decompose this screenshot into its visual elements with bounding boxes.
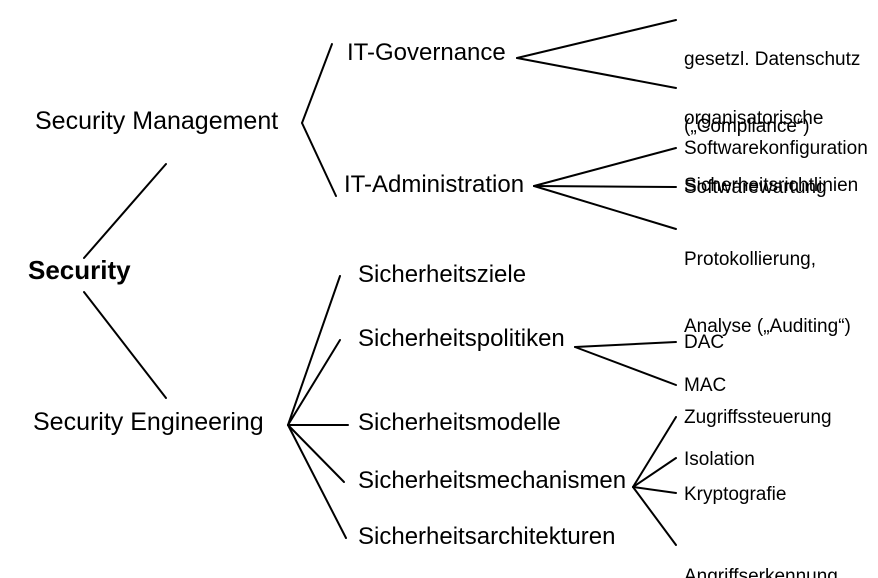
node-protokollierung-line1: Protokollierung, — [684, 249, 817, 271]
edge-mechanismen-to-zugriffssteuerung — [632, 416, 677, 488]
node-organisatorische-line2: Sicherheitsrichtlinien — [684, 175, 859, 197]
node-security-management[interactable]: Security Management — [35, 107, 279, 135]
node-angriffserkennung[interactable]: Angriffserkennung (Intrusion Detection) — [684, 522, 855, 578]
node-gesetzl-datenschutz[interactable]: gesetzl. Datenschutz („Compliance“) — [684, 5, 860, 183]
node-security-engineering[interactable]: Security Engineering — [33, 408, 264, 436]
edge-engineering-to-architekturen — [287, 424, 347, 539]
edge-management-to-administration — [301, 122, 337, 197]
node-gesetzl-datenschutz-line2: („Compliance“) — [684, 116, 810, 138]
node-sicherheitsziele[interactable]: Sicherheitsziele — [358, 261, 527, 288]
edge-management-to-governance — [301, 43, 333, 124]
node-isolation[interactable]: Isolation — [684, 449, 755, 470]
edge-root-to-management — [83, 163, 167, 259]
edge-mechanismen-to-kryptografie — [632, 486, 677, 494]
node-kryptografie[interactable]: Kryptografie — [684, 484, 787, 505]
edge-administration-to-wartung — [533, 185, 677, 188]
node-organisatorische-line1: organisatorische — [684, 108, 824, 130]
node-zugriffssteuerung[interactable]: Zugriffssteuerung — [684, 407, 832, 428]
node-organisatorische-sicherheitsrichtlinien[interactable]: organisatorische Sicherheitsrichtlinien — [684, 64, 858, 242]
edge-engineering-to-mechanismen — [287, 424, 345, 483]
node-it-administration[interactable]: IT-Administration — [344, 171, 525, 198]
node-security-root[interactable]: Security — [28, 255, 131, 285]
edge-administration-to-protokollierung — [533, 185, 677, 230]
node-mac[interactable]: MAC — [684, 375, 727, 396]
node-angriffserkennung-line1: Angriffserkennung — [684, 566, 838, 578]
node-protokollierung-line2: Analyse („Auditing“) — [684, 316, 851, 338]
edge-engineering-to-ziele — [287, 275, 341, 426]
node-sicherheitsarchitekturen[interactable]: Sicherheitsarchitekturen — [358, 523, 616, 550]
node-dac[interactable]: DAC — [684, 332, 725, 353]
node-protokollierung-analyse[interactable]: Protokollierung, Analyse („Auditing“) — [684, 205, 851, 383]
edge-politiken-to-dac — [574, 341, 677, 348]
edge-governance-to-compliance — [516, 19, 677, 59]
edge-engineering-to-politiken — [287, 339, 341, 426]
node-sicherheitspolitiken[interactable]: Sicherheitspolitiken — [358, 325, 565, 352]
edge-root-to-engineering — [83, 291, 167, 399]
node-it-governance[interactable]: IT-Governance — [347, 39, 506, 66]
edge-mechanismen-to-isolation — [632, 457, 677, 488]
node-sicherheitsmodelle[interactable]: Sicherheitsmodelle — [358, 409, 561, 436]
edge-politiken-to-mac — [574, 346, 677, 386]
edge-mechanismen-to-angriffserkennung — [632, 486, 677, 546]
node-softwarekonfiguration[interactable]: Softwarekonfiguration — [684, 138, 868, 159]
node-softwarewartung[interactable]: Softwarewartung — [684, 177, 827, 198]
node-sicherheitsmechanismen[interactable]: Sicherheitsmechanismen — [358, 467, 627, 494]
edge-administration-to-konfiguration — [533, 147, 677, 187]
edge-governance-to-richtlinien — [516, 57, 677, 89]
node-gesetzl-datenschutz-line1: gesetzl. Datenschutz — [684, 49, 861, 71]
